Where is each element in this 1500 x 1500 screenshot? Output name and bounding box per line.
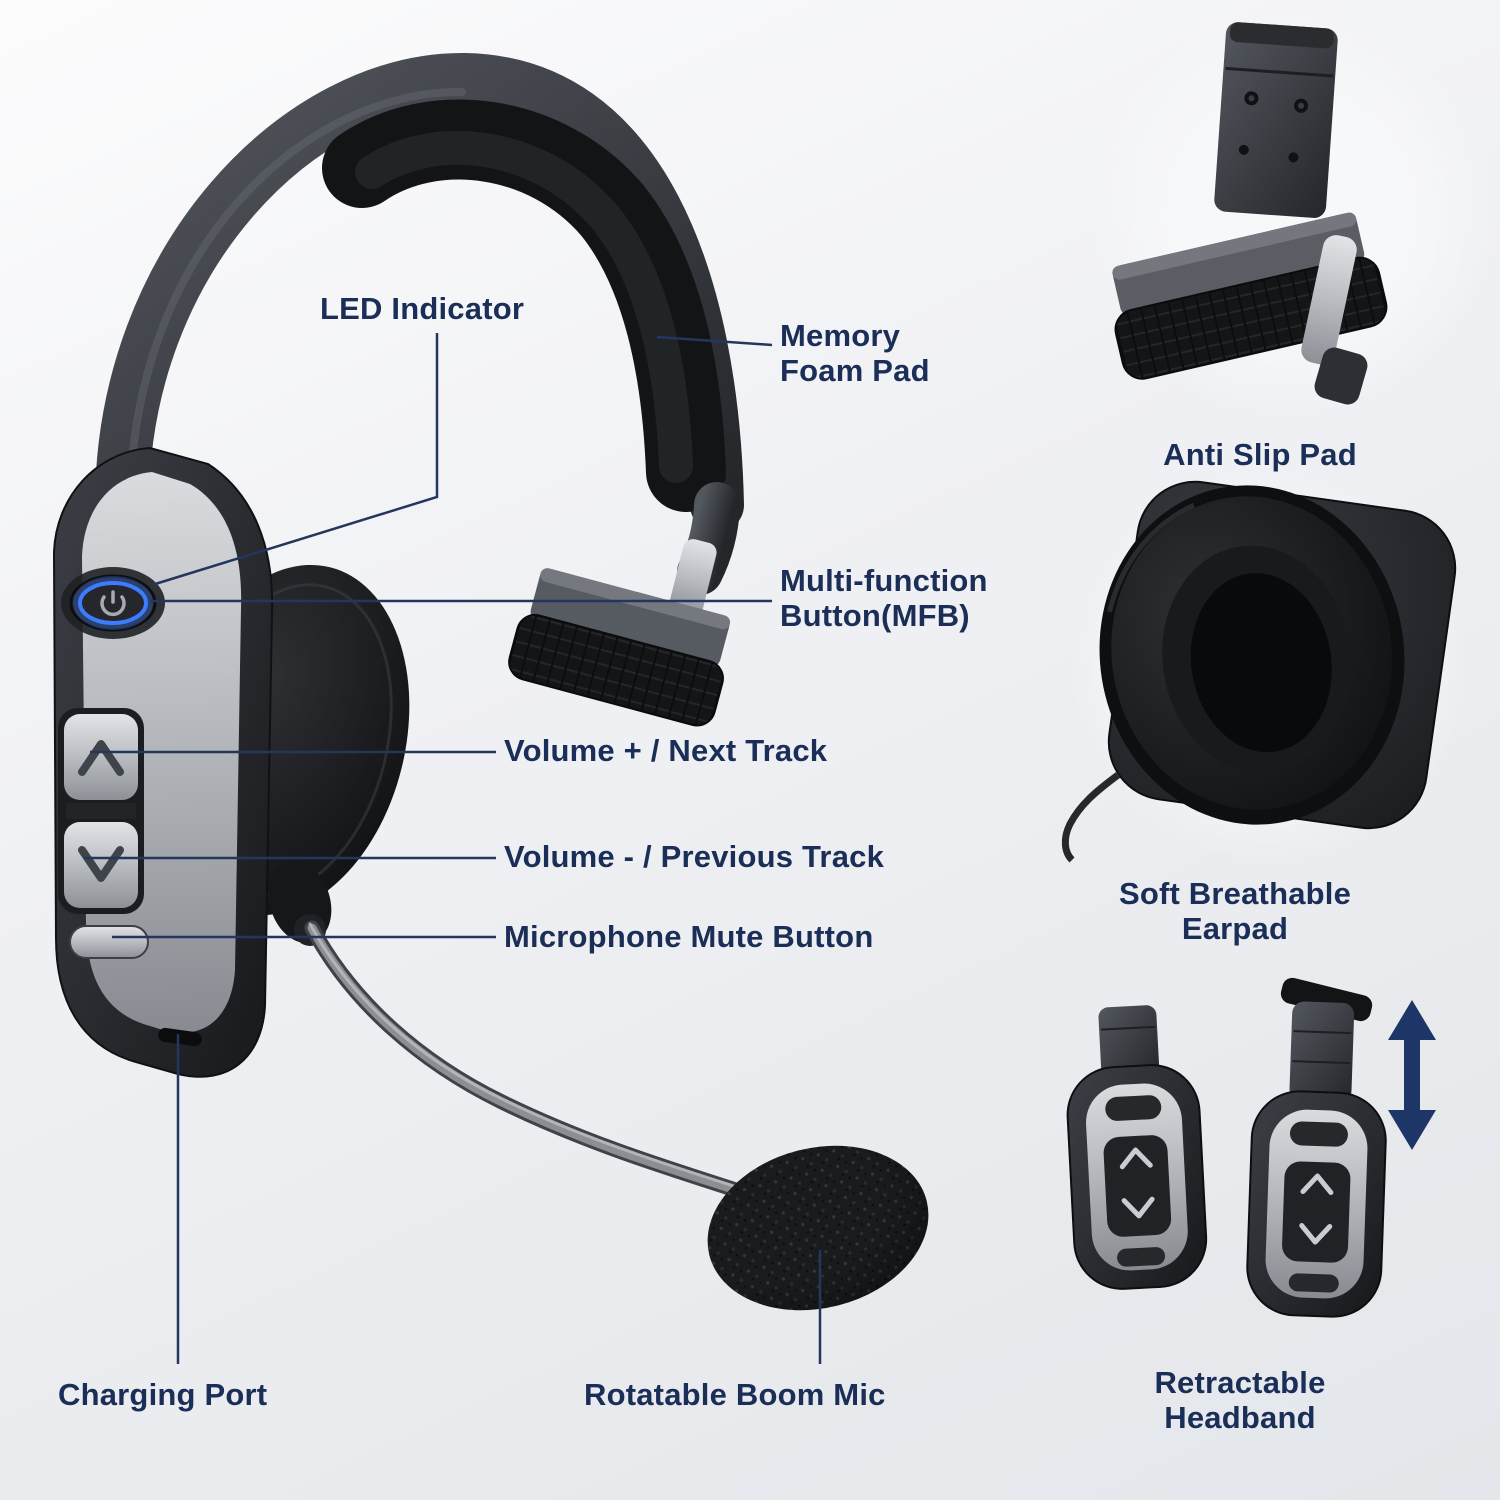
led-indicator-line xyxy=(151,333,439,587)
led-indicator-glow xyxy=(73,576,153,630)
headset-main xyxy=(52,52,929,1311)
callout-label-volume-down: Volume - / Previous Track xyxy=(504,839,885,874)
callout-label-volume-up: Volume + / Next Track xyxy=(504,733,828,768)
boom-mic xyxy=(268,860,929,1311)
inset-label-earpad: Soft Breathable Earpad xyxy=(1118,876,1352,947)
up-down-arrow-icon xyxy=(1388,1000,1436,1150)
inset-label-retractable-headband: Retractable Headband xyxy=(1154,1365,1326,1436)
earpad-cushion xyxy=(1099,485,1405,825)
headband-end-piece xyxy=(508,482,740,727)
volume-rocker xyxy=(58,708,144,914)
callout-label-memory-foam-pad: Memory Foam Pad xyxy=(780,318,930,389)
earpad-cable xyxy=(1061,772,1121,863)
callout-label-mic-mute: Microphone Mute Button xyxy=(504,919,874,954)
led-indicator-ring xyxy=(78,581,148,625)
callout-label-boom-mic: Rotatable Boom Mic xyxy=(584,1377,886,1412)
inset-label-anti-slip-pad: Anti Slip Pad xyxy=(1163,437,1357,472)
mic-mute-button xyxy=(69,925,149,959)
volume-up-icon xyxy=(78,740,124,776)
memory-foam-pad xyxy=(322,99,726,512)
memory-foam-pad-line xyxy=(656,335,773,347)
inset-anti-slip-pad xyxy=(1087,10,1497,420)
earcup-retracted xyxy=(1066,1005,1208,1290)
callout-lines xyxy=(84,333,822,1364)
callout-label-led-indicator: LED Indicator xyxy=(320,291,525,326)
volume-up-button xyxy=(64,714,138,800)
volume-down-button xyxy=(64,822,138,908)
callout-label-charging-port: Charging Port xyxy=(58,1377,268,1412)
volume-down-icon xyxy=(78,846,124,882)
callout-label-multi-function-button: Multi-function Button(MFB) xyxy=(780,563,988,634)
inset-earpad xyxy=(1061,462,1468,863)
charging-port xyxy=(158,1027,202,1047)
multi-function-button xyxy=(61,567,165,639)
mic-foam-windscreen xyxy=(707,1145,929,1311)
inset-retractable-headband xyxy=(1066,977,1436,1318)
earcup-extended xyxy=(1246,977,1387,1318)
power-icon xyxy=(100,590,126,617)
